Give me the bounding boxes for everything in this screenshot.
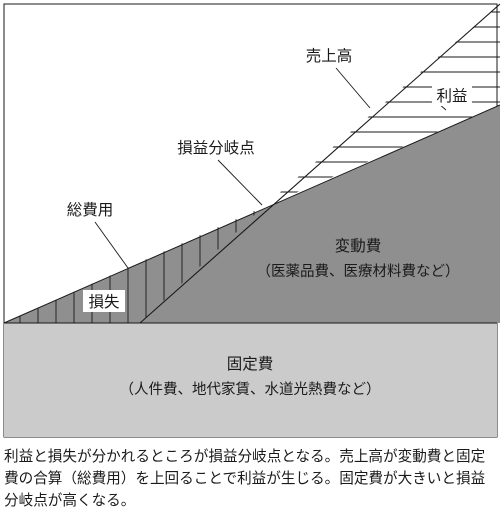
figure-caption: 利益と損失が分かれるところが損益分岐点となる。売上高が変動費と固定費の合算（総費… xyxy=(4,448,486,509)
fixed-cost-area xyxy=(4,323,497,437)
total-cost-label: 総費用 xyxy=(67,201,114,219)
variable-cost-examples: （医薬品費、医療材料費など） xyxy=(257,263,460,280)
breakeven-diagram: 売上高 利益 損益分岐点 総費用 損失 変動費 （医薬品費、医療材料費など） 固… xyxy=(3,3,500,438)
profit-label: 利益 xyxy=(436,87,467,105)
fixed-cost-label: 固定費 xyxy=(227,355,274,373)
variable-cost-label: 変動費 xyxy=(335,237,382,255)
total-cost-leader-line xyxy=(94,221,129,269)
loss-label-bg xyxy=(83,290,125,312)
total-cost-line xyxy=(3,104,500,324)
loss-label: 損失 xyxy=(88,293,120,311)
profit-label-bg xyxy=(432,84,472,106)
revenue-line xyxy=(139,3,500,324)
fixed-cost-examples: （人件費、地代家賃、水道光熱費など） xyxy=(120,381,381,398)
breakeven-label: 損益分岐点 xyxy=(177,139,255,157)
breakeven-leader-line xyxy=(217,159,263,206)
revenue-label: 売上高 xyxy=(306,47,353,65)
revenue-leader-line xyxy=(335,67,371,109)
